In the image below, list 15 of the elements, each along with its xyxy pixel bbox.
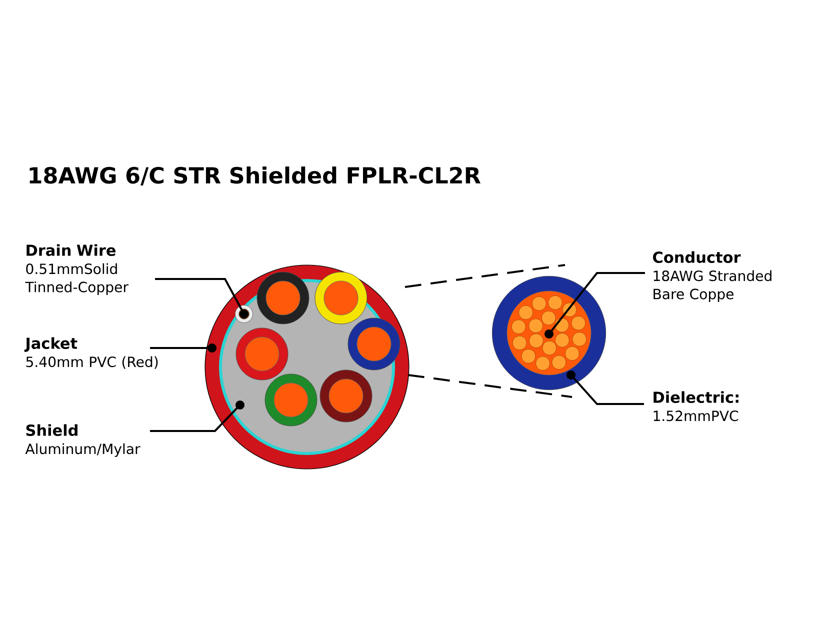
leader-line xyxy=(150,400,244,432)
callout-label: Dielectric: 1.52mmPVC xyxy=(654,391,738,422)
title: 18AWG 6/C STR Shielded FPLR-CL2R xyxy=(30,166,481,186)
callout-label: Conductor 18AWG Stranded Bare Coppe xyxy=(653,251,772,302)
callout-label: Shield Aluminum/Mylar xyxy=(25,424,140,457)
leader-line xyxy=(150,344,216,352)
zoom-line xyxy=(408,374,572,398)
leader-line xyxy=(155,278,248,318)
zoom-line xyxy=(404,264,566,288)
conductor-wire-drawing xyxy=(492,276,606,390)
cable-cross-section-drawing xyxy=(204,264,410,470)
callout-label: Drain Wire 0.51mmSolid Tinned-Copper xyxy=(25,244,128,296)
leader-line xyxy=(544,272,645,338)
callout-label: Jacket 5.40mm PVC (Red) xyxy=(24,337,158,369)
leader-line xyxy=(566,370,644,405)
